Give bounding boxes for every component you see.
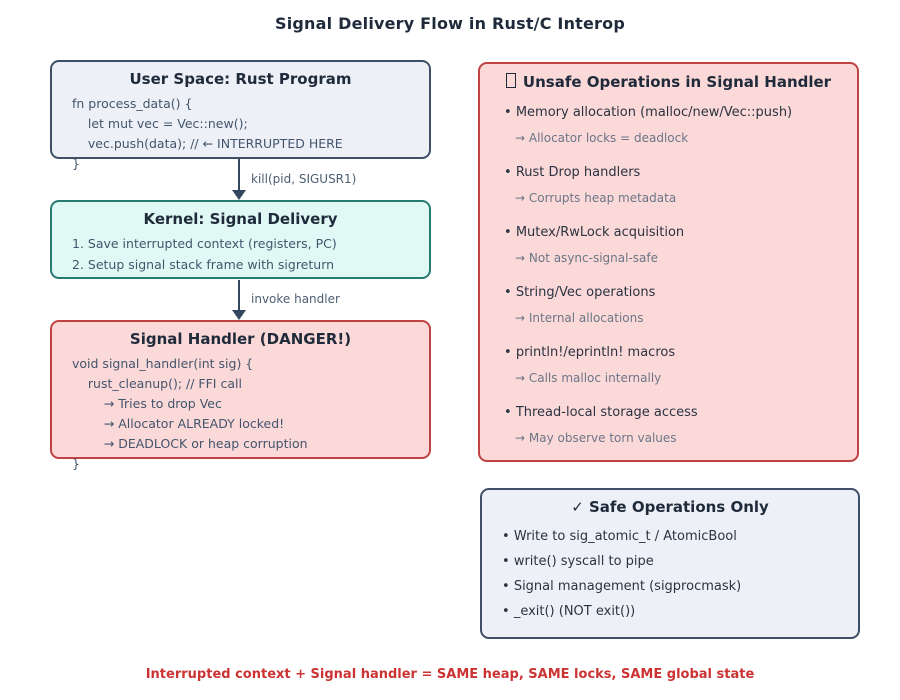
user-space-title: User Space: Rust Program <box>129 70 352 88</box>
code-line: } <box>72 456 80 471</box>
safe-operations-box: ✓ Safe Operations Only Write to sig_atom… <box>480 488 860 639</box>
edge-label-invoke: invoke handler <box>251 292 340 306</box>
unsafe-item-sub: → Internal allocations <box>515 311 644 325</box>
unsafe-item-main: println!/eprintln! macros <box>504 343 857 363</box>
unsafe-item-main: String/Vec operations <box>504 283 857 303</box>
code-line: → Tries to drop Vec <box>72 396 222 411</box>
edge-label-kill: kill(pid, SIGUSR1) <box>251 172 357 186</box>
unsafe-title-row: Unsafe Operations in Signal Handler <box>480 64 857 91</box>
code-line: rust_cleanup(); // FFI call <box>72 376 242 391</box>
code-line: vec.push(data); // ← INTERRUPTED HERE <box>72 136 343 151</box>
unsafe-item: Mutex/RwLock acquisition → Not async-sig… <box>504 223 857 268</box>
unsafe-item-sub: → Allocator locks = deadlock <box>515 131 689 145</box>
arrow-head-icon <box>232 310 246 320</box>
unsafe-item-main: Rust Drop handlers <box>504 163 857 183</box>
kernel-box: Kernel: Signal Delivery 1. Save interrup… <box>50 200 431 279</box>
safe-title: ✓ Safe Operations Only <box>571 498 769 516</box>
unsafe-items: Memory allocation (malloc/new/Vec::push)… <box>480 91 857 448</box>
safe-item: _exit() (NOT exit()) <box>502 599 858 624</box>
unsafe-item-sub: → Corrupts heap metadata <box>515 191 677 205</box>
footer-warning: Interrupted context + Signal handler = S… <box>145 667 755 682</box>
unsafe-title: Unsafe Operations in Signal Handler <box>522 73 832 91</box>
unsafe-operations-box: Unsafe Operations in Signal Handler Memo… <box>478 62 859 462</box>
code-line: → Allocator ALREADY locked! <box>72 416 285 431</box>
signal-handler-title: Signal Handler (DANGER!) <box>129 330 352 348</box>
code-line: → DEADLOCK or heap corruption <box>72 436 308 451</box>
safe-items: Write to sig_atomic_t / AtomicBool write… <box>482 516 858 624</box>
unsafe-item-sub: → Calls malloc internally <box>515 371 662 385</box>
safe-item: Signal management (sigprocmask) <box>502 574 858 599</box>
unsafe-item-main: Memory allocation (malloc/new/Vec::push) <box>504 103 857 123</box>
kernel-title: Kernel: Signal Delivery <box>143 210 338 228</box>
missing-glyph-icon <box>505 73 516 88</box>
unsafe-item-main: Mutex/RwLock acquisition <box>504 223 857 243</box>
unsafe-item: println!/eprintln! macros → Calls malloc… <box>504 343 857 388</box>
user-space-code: fn process_data() { let mut vec = Vec::n… <box>52 88 429 174</box>
unsafe-item: Thread-local storage access → May observ… <box>504 403 857 448</box>
unsafe-item: String/Vec operations → Internal allocat… <box>504 283 857 328</box>
kernel-step: 1. Save interrupted context (registers, … <box>72 236 337 251</box>
unsafe-item: Rust Drop handlers → Corrupts heap metad… <box>504 163 857 208</box>
flow-arrow <box>238 159 240 191</box>
safe-item: write() syscall to pipe <box>502 549 858 574</box>
code-line: void signal_handler(int sig) { <box>72 356 254 371</box>
signal-handler-code: void signal_handler(int sig) { rust_clea… <box>52 348 429 474</box>
unsafe-item-sub: → May observe torn values <box>515 431 677 445</box>
flow-arrow <box>238 280 240 311</box>
safe-item: Write to sig_atomic_t / AtomicBool <box>502 524 858 549</box>
code-line: let mut vec = Vec::new(); <box>72 116 248 131</box>
unsafe-item: Memory allocation (malloc/new/Vec::push)… <box>504 103 857 148</box>
diagram-title: Signal Delivery Flow in Rust/C Interop <box>275 14 625 33</box>
unsafe-item-sub: → Not async-signal-safe <box>515 251 658 265</box>
unsafe-item-main: Thread-local storage access <box>504 403 857 423</box>
kernel-step: 2. Setup signal stack frame with sigretu… <box>72 257 335 272</box>
user-space-box: User Space: Rust Program fn process_data… <box>50 60 431 171</box>
arrow-head-icon <box>232 190 246 200</box>
code-line: } <box>72 156 80 171</box>
kernel-steps: 1. Save interrupted context (registers, … <box>52 228 429 275</box>
code-line: fn process_data() { <box>72 96 193 111</box>
signal-handler-box: Signal Handler (DANGER!) void signal_han… <box>50 320 431 471</box>
